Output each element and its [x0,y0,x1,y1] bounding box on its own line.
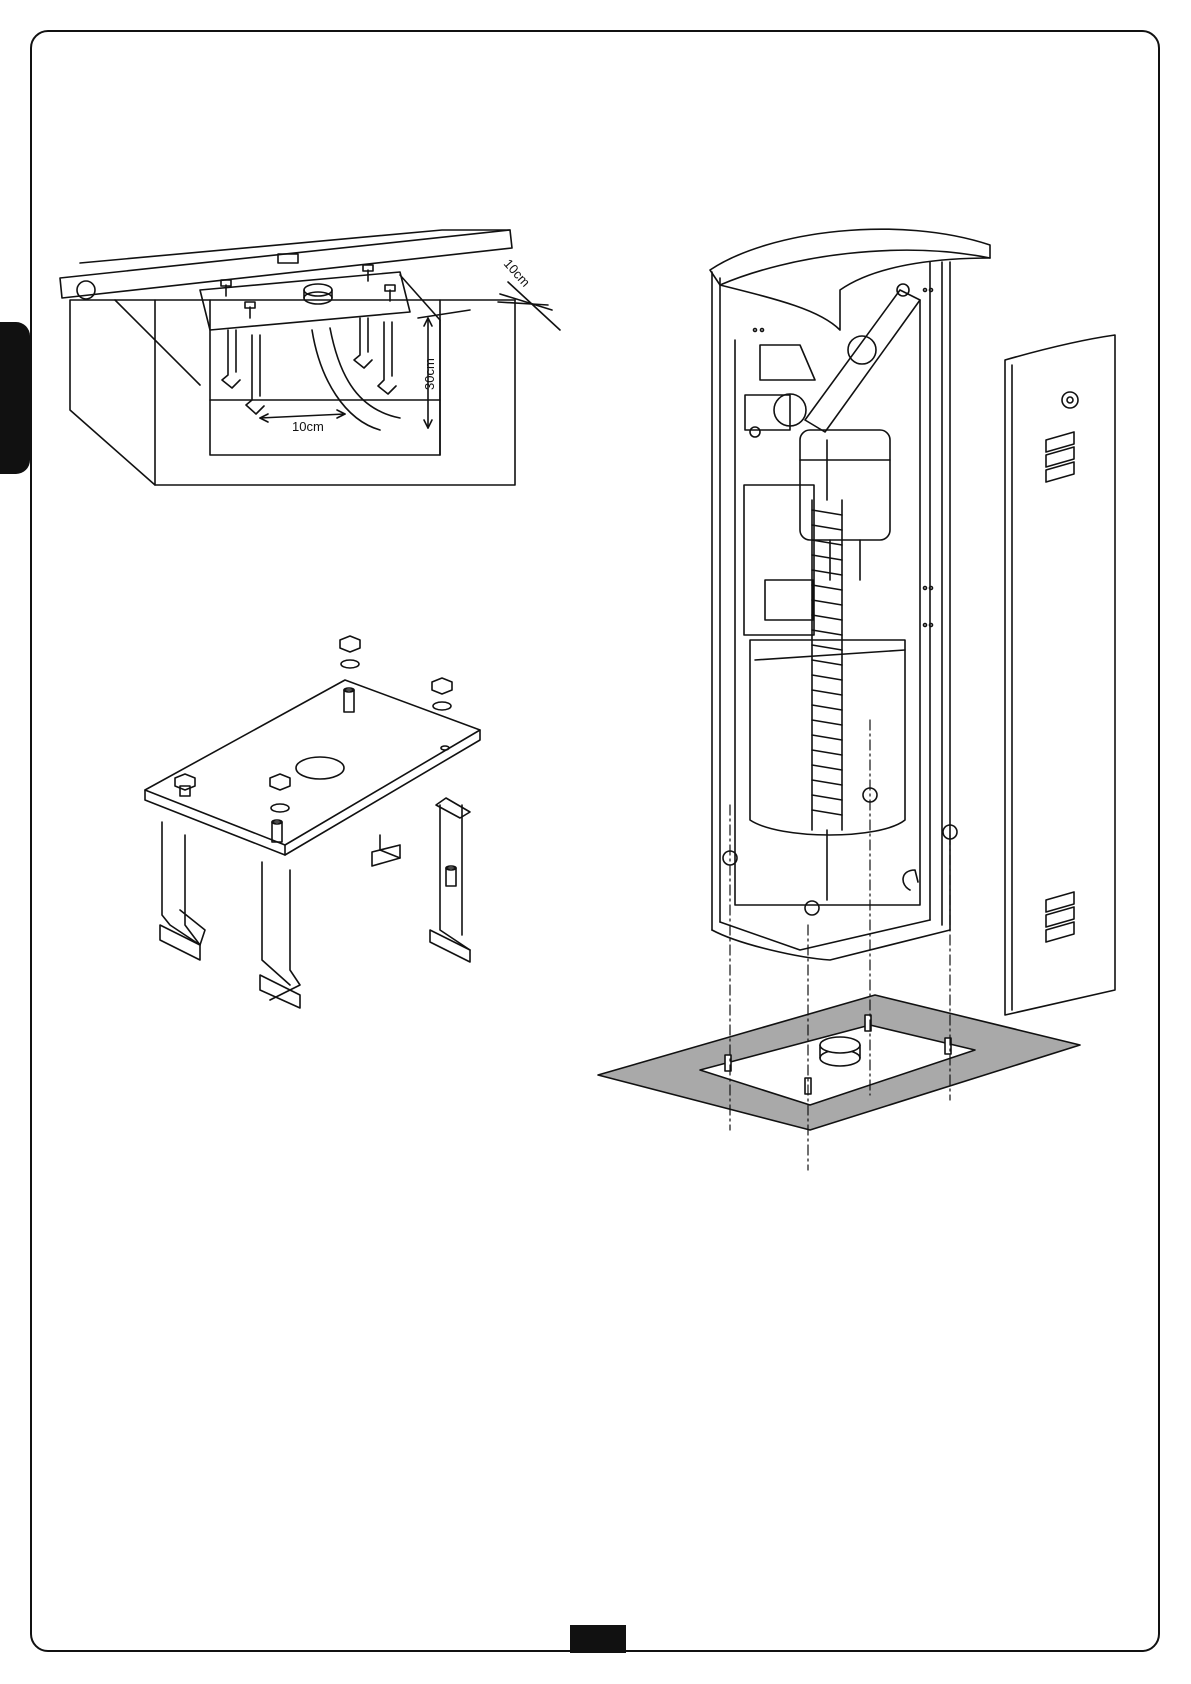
side-door-panel [1005,335,1115,1015]
foundation-pit-figure [60,230,560,485]
base-plate-figure [145,636,480,1008]
dim-bottom-gap: 10cm [292,419,324,434]
barrier-cabinet-figure [710,229,990,960]
spring [812,440,842,900]
dim-depth: 30cm [422,358,437,390]
dim-top-gap: 10cm [501,256,533,290]
ground-slab [598,995,1080,1130]
